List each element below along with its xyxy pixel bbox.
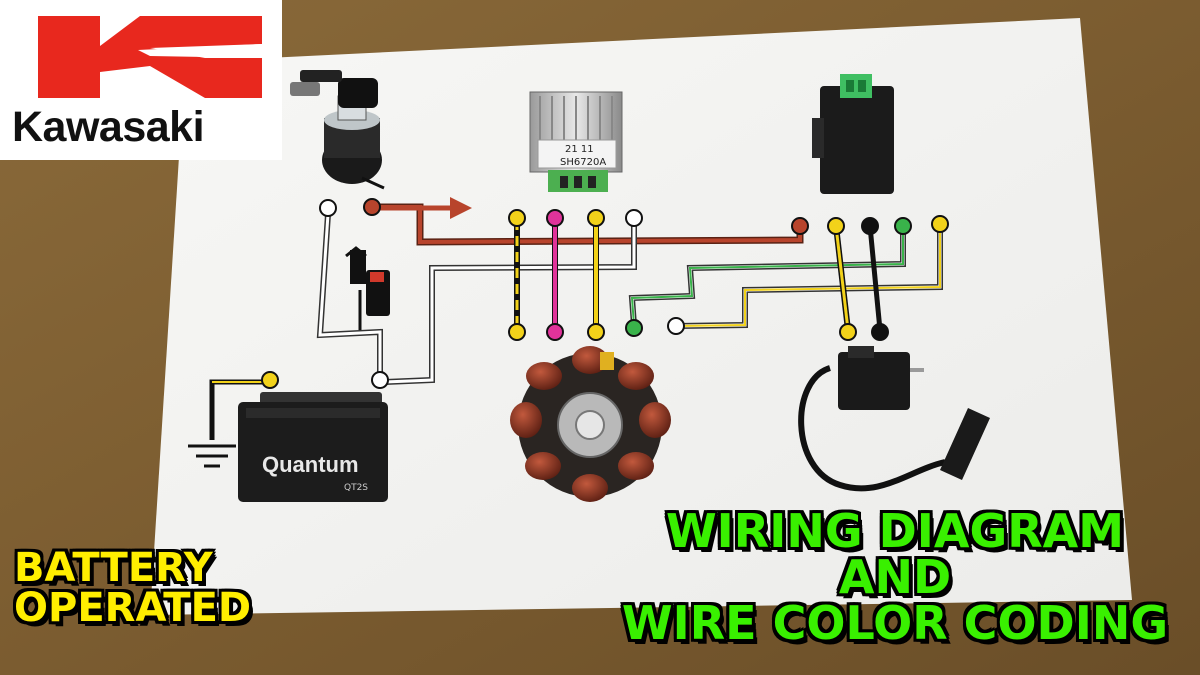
caption-left-line-1: BATTERY [14,545,213,591]
caption-battery-operated: BATTERY OPERATED [14,548,251,628]
brand-name: Kawasaki [12,103,205,151]
ignition-key-switch-icon [290,70,385,190]
ground-symbol-icon [188,444,236,468]
kawasaki-logo-icon [0,0,282,160]
cdi-coil-wires [833,225,883,331]
caption-right-line-1: WIRING DIAGRAM [665,504,1125,558]
caption-right-line-3: WIRE COLOR CODING [621,596,1169,650]
regulator-rectifier-icon: 21 11 SH6720A [529,91,623,192]
red-wire [368,197,804,246]
stator-wires [514,220,599,330]
battery-model: QT2S [344,483,368,493]
white-wire-key-to-battery [316,213,383,376]
battery-icon: Quantum QT2S [238,392,388,502]
regulator-label-top: 21 11 [565,144,594,155]
terminal-dots [261,198,949,389]
battery-brand: Quantum [262,452,359,477]
stator-icon [510,346,671,502]
white-wire-regulator [384,218,637,385]
fuse-holder-icon [345,246,390,316]
cdi-unit-icon [812,74,894,194]
battery-ground-wire [209,379,262,440]
caption-left-line-2: OPERATED [14,585,252,631]
regulator-label-model: SH6720A [560,157,606,168]
ignition-coil-icon [798,346,990,492]
caption-wiring-diagram: WIRING DIAGRAM AND WIRE COLOR CODING [600,508,1190,646]
green-wire-cdi [628,226,906,326]
caption-right-line-2: AND [838,550,952,604]
yellow-wire-cdi [675,226,943,329]
